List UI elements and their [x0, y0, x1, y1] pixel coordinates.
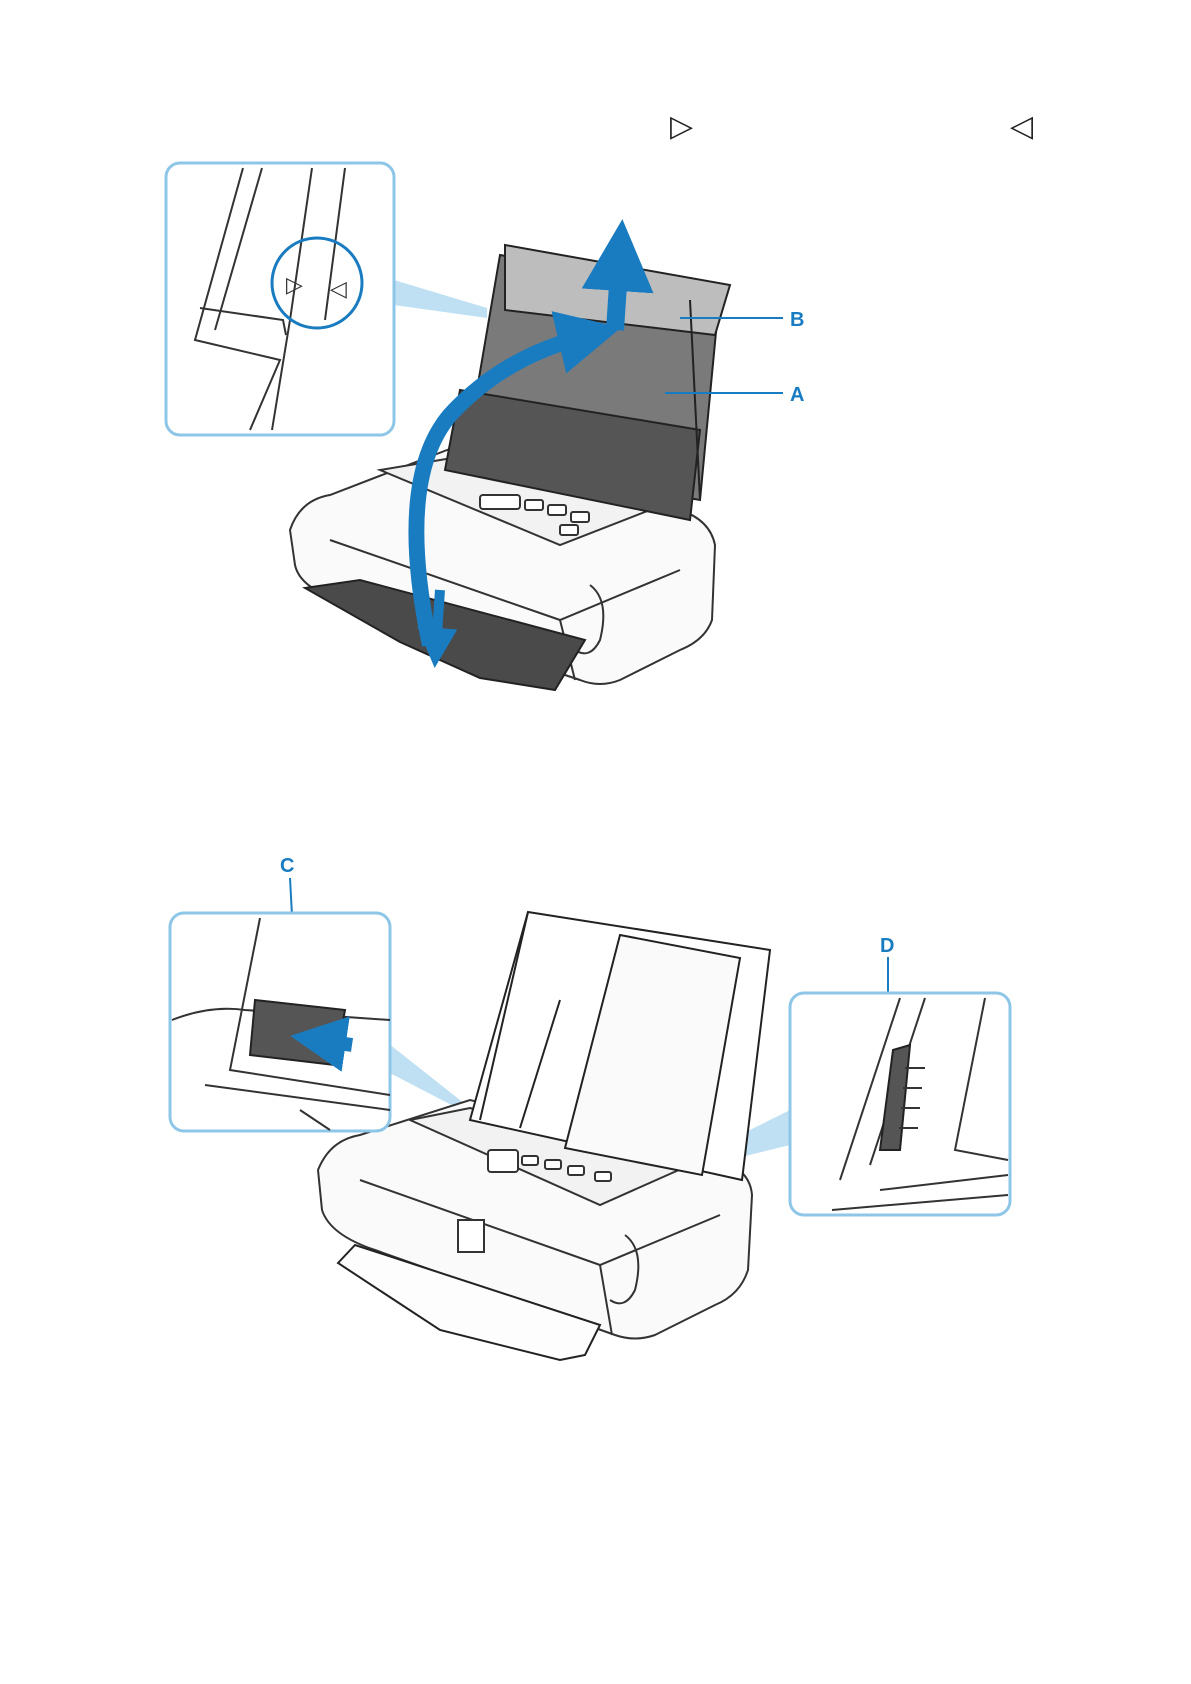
- callout-a: A: [790, 384, 804, 406]
- inset-guide-markers: ▷ ◁: [166, 163, 394, 435]
- slide-arrow: [318, 1040, 352, 1045]
- inset-left-guide: [170, 913, 390, 1131]
- callout-b: B: [790, 309, 804, 331]
- inset-marker-left: ◁: [330, 277, 347, 302]
- paper-guide-c: [250, 1000, 345, 1065]
- callout-d: D: [880, 935, 894, 957]
- lift-arrow: [615, 255, 620, 330]
- down-arrow: [436, 590, 440, 648]
- inset-marker-right: ▷: [286, 273, 303, 298]
- callout-c: C: [280, 855, 294, 877]
- inset-right-guide: [790, 993, 1010, 1215]
- inset-connector-1: [394, 280, 487, 318]
- inset-connector-2: [384, 1040, 465, 1112]
